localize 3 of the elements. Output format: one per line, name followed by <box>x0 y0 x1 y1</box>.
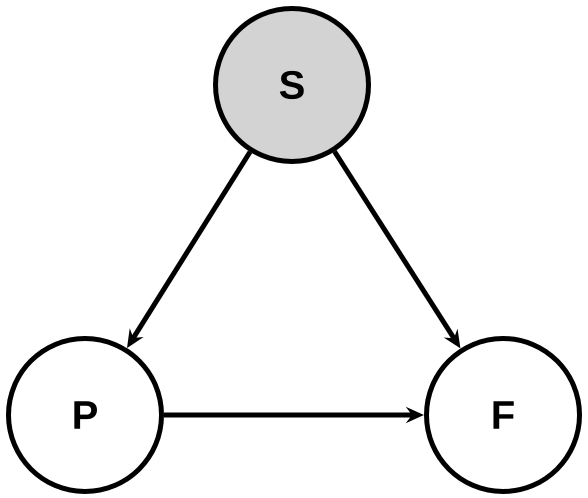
circle-node: F <box>424 336 582 494</box>
circle-node: S <box>213 6 371 164</box>
circle-node: P <box>6 336 164 494</box>
